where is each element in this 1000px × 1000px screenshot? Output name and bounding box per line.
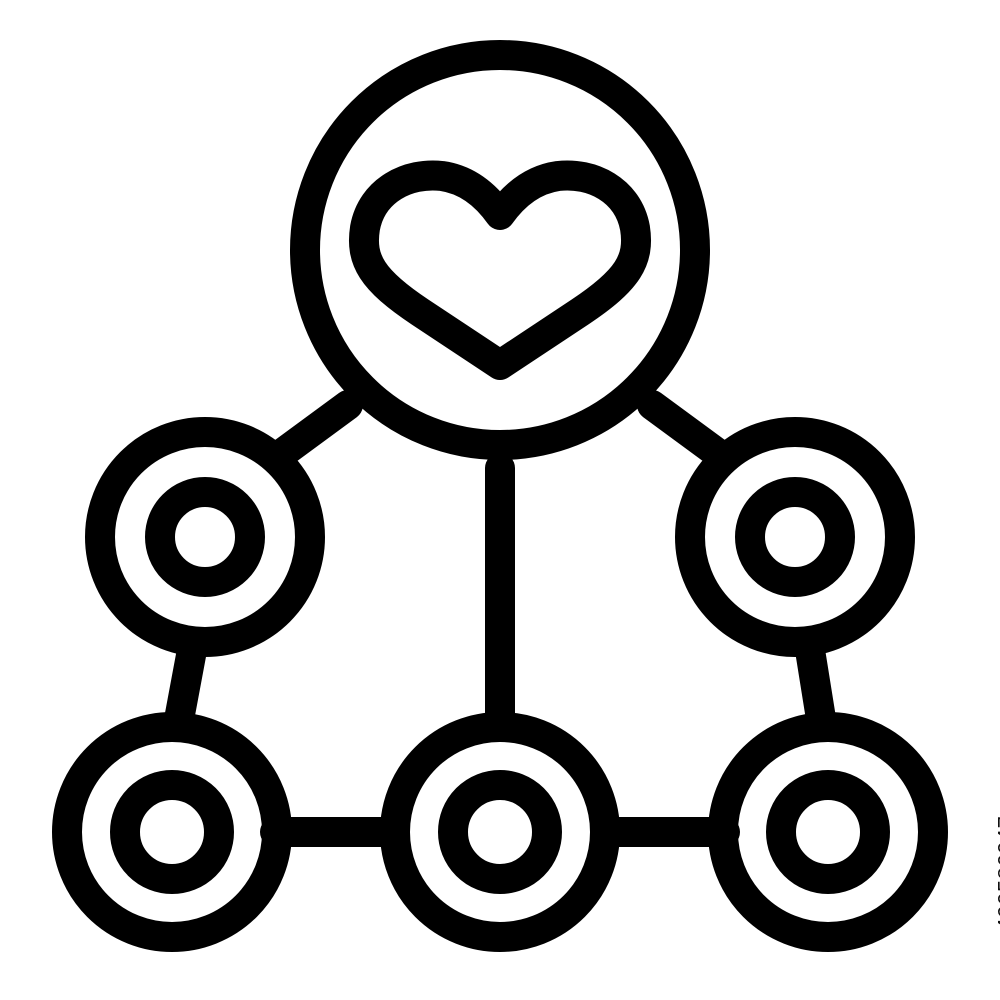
heart-icon	[349, 160, 651, 380]
node-outer-circle	[380, 712, 620, 952]
node-inner-circle	[766, 770, 890, 894]
connector-line	[265, 390, 363, 470]
connector-line	[637, 390, 735, 470]
node-outer-circle	[708, 712, 948, 952]
node-outer-circle	[52, 712, 292, 952]
node-inner-circle	[110, 770, 234, 894]
node-inner-circle	[438, 770, 562, 894]
node-outer-circle	[675, 417, 915, 657]
node-outer-circle	[85, 417, 325, 657]
node-inner-circle	[145, 477, 265, 597]
stock-id-label: 490586047	[993, 815, 1000, 931]
node-inner-circle	[735, 477, 855, 597]
heart-hub-circle	[290, 40, 710, 460]
